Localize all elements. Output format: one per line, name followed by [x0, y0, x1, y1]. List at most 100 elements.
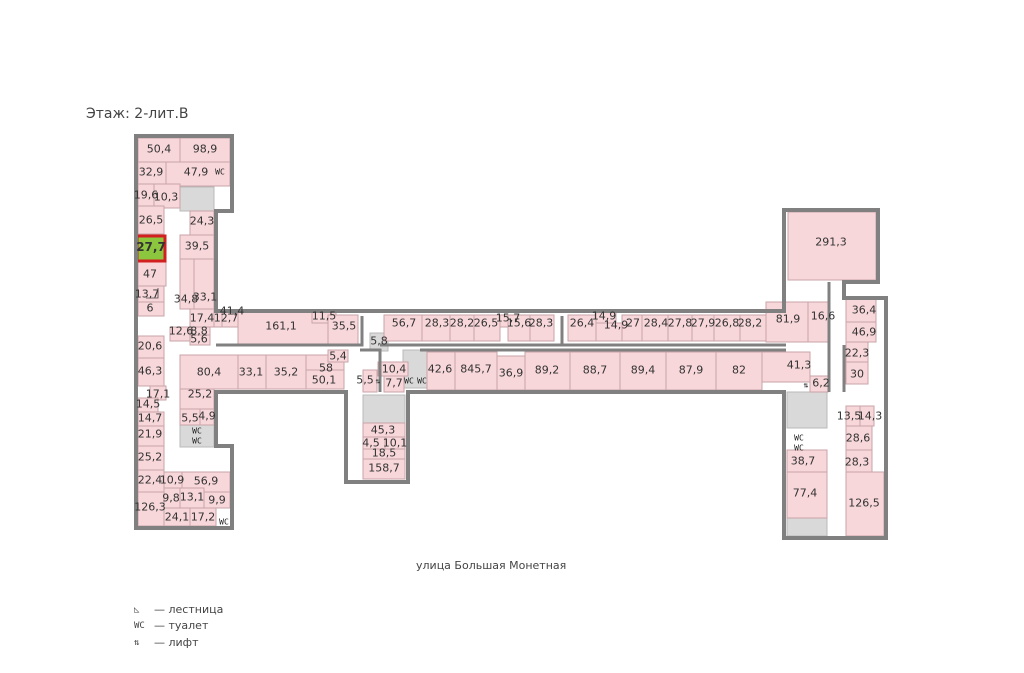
legend-elevator: ⇅ — лифт — [134, 636, 199, 649]
room-r6[interactable] — [153, 183, 181, 209]
room-label: 50,4 — [147, 143, 172, 156]
room-label: 15,7 — [496, 312, 521, 325]
room-r31[interactable] — [305, 369, 345, 390]
room-label: 12,7 — [214, 312, 239, 325]
room-label: 28,2 — [738, 317, 763, 330]
toilet-icon: WC — [794, 434, 804, 443]
room-r4[interactable] — [165, 161, 231, 187]
room-label: 17,2 — [191, 511, 216, 524]
room-label: 5,5 — [181, 412, 199, 425]
toilet-icon: WC — [417, 377, 427, 386]
room-r21[interactable] — [189, 334, 211, 346]
room-r76[interactable] — [713, 314, 741, 342]
toilet-icon: WC — [404, 377, 414, 386]
room-label: 161,1 — [265, 320, 297, 333]
legend-text: — лифт — [154, 636, 199, 649]
room-r98[interactable] — [845, 471, 885, 537]
room-label: 25,2 — [138, 451, 163, 464]
room-label: 58 — [319, 362, 333, 375]
room-label: 126,5 — [848, 497, 880, 510]
room-r53[interactable] — [473, 314, 501, 342]
room-label: 82 — [732, 364, 746, 377]
room-label: 56,9 — [194, 475, 219, 488]
room-label: 89,4 — [631, 364, 656, 377]
room-label: 4,9 — [198, 410, 216, 423]
street-label: улица Большая Монетная — [416, 559, 567, 572]
room-label: 25,2 — [188, 388, 213, 401]
room-label: 28,3 — [529, 317, 554, 330]
room-label: 28,3 — [425, 317, 450, 330]
room-r79[interactable] — [569, 351, 621, 391]
room-label: 10,4 — [382, 363, 407, 376]
room-label: 16,6 — [811, 310, 836, 323]
room-label: 39,5 — [185, 240, 210, 253]
room-r78[interactable] — [524, 351, 571, 391]
room-r94[interactable] — [845, 425, 873, 451]
toilet-icon: WC — [134, 620, 145, 631]
room-r1[interactable] — [137, 137, 181, 163]
room-r56[interactable] — [529, 314, 555, 342]
room-label: 8,8 — [190, 325, 208, 338]
room-label: 28,2 — [450, 317, 475, 330]
room-label: 46,9 — [852, 326, 877, 339]
room-label: 5,5 — [356, 374, 374, 387]
room-r7[interactable] — [137, 205, 165, 235]
room-label: 15,6 — [507, 317, 532, 330]
room-r82[interactable] — [715, 351, 763, 391]
room-label: 22,3 — [845, 347, 870, 360]
room-r74[interactable] — [667, 314, 693, 342]
room-r26[interactable] — [137, 357, 165, 387]
elevator-icon: ⇅ — [804, 381, 809, 390]
room-r60[interactable] — [383, 375, 405, 393]
stair-icon: ◺ — [134, 604, 140, 615]
room-label: 41,3 — [787, 359, 812, 372]
room-r58[interactable] — [362, 369, 378, 393]
room-label: 13,7 — [135, 288, 160, 301]
room-r83[interactable] — [787, 211, 877, 281]
room-label: 13,5 — [837, 410, 862, 423]
room-r84[interactable] — [765, 301, 809, 343]
room-r77[interactable] — [739, 314, 767, 342]
room-label: 27,9 — [691, 317, 716, 330]
room-label: 17,1 — [146, 388, 171, 401]
room-label: 32,9 — [139, 166, 164, 179]
room-r62[interactable] — [454, 351, 498, 391]
room-label: 6 — [147, 302, 154, 315]
room-r32[interactable] — [327, 349, 349, 363]
room-label: 36,4 — [852, 304, 877, 317]
room-label: 88,7 — [583, 364, 608, 377]
room-r27[interactable] — [179, 354, 239, 390]
room-label: 10,9 — [160, 474, 185, 487]
room-label: 9,9 — [208, 494, 226, 507]
legend-stair: ◺ — лестница — [134, 603, 223, 616]
room-r69[interactable] — [567, 314, 597, 342]
room-label: 4,5 — [362, 437, 380, 450]
room-label: 13,1 — [180, 491, 205, 504]
room-label: 5,4 — [329, 350, 347, 363]
room-r89[interactable] — [845, 361, 869, 385]
room-r90[interactable] — [761, 351, 811, 383]
room-label: 45,3 — [371, 424, 396, 437]
floor-label: Этаж: 2-лит.В — [86, 106, 189, 122]
room-r80[interactable] — [619, 351, 667, 391]
room-label: 47 — [143, 268, 157, 281]
room-r97[interactable] — [786, 471, 828, 519]
room-label: 26,8 — [715, 317, 740, 330]
room-label: 89,2 — [535, 364, 560, 377]
room-r68[interactable] — [362, 458, 406, 480]
room-r29[interactable] — [265, 354, 307, 390]
corridor-wall-lower — [360, 345, 846, 392]
room-label: 12,6 — [169, 325, 194, 338]
room-r86[interactable] — [845, 297, 877, 323]
room-label: 5,8 — [370, 335, 388, 348]
room-label: 26,5 — [139, 214, 164, 227]
legend-toilet: WC — туалет — [134, 619, 208, 632]
room-r51[interactable] — [421, 314, 451, 342]
room-label: 845,7 — [460, 363, 492, 376]
room-label: 38,7 — [791, 455, 816, 468]
room-r28[interactable] — [237, 354, 267, 390]
room-label: 35,5 — [332, 320, 357, 333]
room-label: 33,1 — [239, 366, 264, 379]
